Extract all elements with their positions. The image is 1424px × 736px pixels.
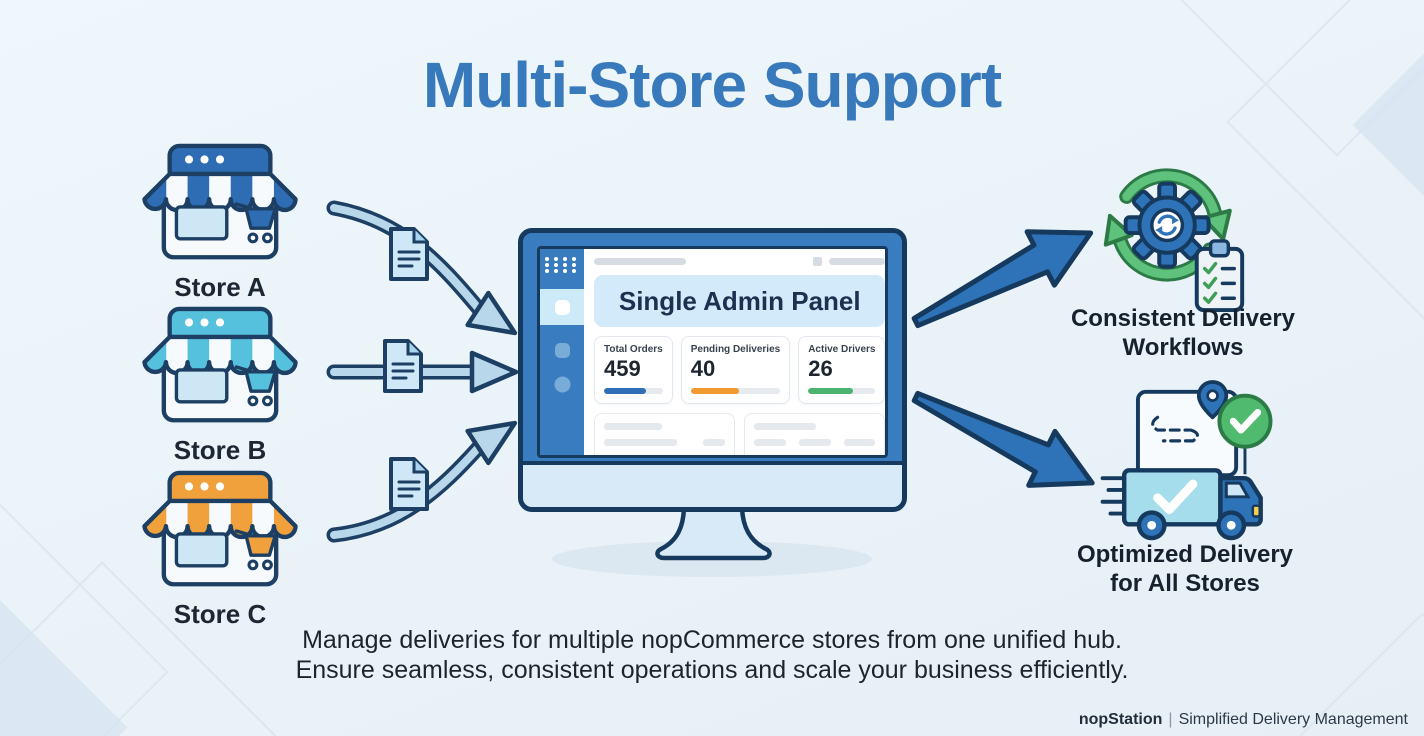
admin-screen: Single Admin Panel Total Orders 459 Pend… — [537, 246, 888, 458]
footer-tagline: Simplified Delivery Management — [1178, 711, 1408, 728]
progress-track — [604, 388, 663, 394]
outcome-workflows-line2: Workflows — [1122, 333, 1244, 361]
outcome-workflows-line1: Consistent Delivery — [1070, 305, 1296, 332]
placeholder-card — [594, 413, 736, 458]
outcome-optimized-line2: for All Stores — [1110, 569, 1260, 597]
sidebar-item-active[interactable] — [540, 289, 584, 325]
skeleton-line — [754, 439, 786, 446]
admin-monitor: Single Admin Panel Total Orders 459 Pend… — [518, 228, 907, 512]
page-title: Multi-Store Support — [422, 49, 1002, 121]
sync-gear-checklist-icon — [1103, 168, 1245, 313]
description: Manage deliveries for multiple nopCommer… — [0, 626, 1424, 685]
skeleton-line — [799, 439, 831, 446]
stat-card-total-orders: Total Orders 459 — [594, 336, 673, 404]
progress-fill — [604, 388, 647, 394]
skeleton-line — [754, 455, 786, 458]
outcome-workflows-label: Consistent Delivery Workflows — [1028, 305, 1338, 363]
store-b-label: Store B — [173, 435, 267, 465]
hub-to-outcome-arrows — [911, 229, 1095, 488]
placeholder-card — [744, 413, 885, 458]
dashboard-logo-icon — [545, 257, 579, 273]
topbar-square-placeholder — [813, 257, 823, 266]
monitor-chin — [523, 461, 902, 507]
brand-name: nopStation — [1078, 711, 1163, 728]
outcome-optimized-line1: Optimized Delivery — [1076, 541, 1294, 568]
topbar-placeholder — [594, 258, 686, 265]
stat-value: 459 — [604, 356, 641, 381]
sidebar-item-icon[interactable] — [554, 343, 570, 358]
stats-row: Total Orders 459 Pending Deliveries 40 — [594, 336, 885, 404]
footer-separator: | — [1168, 711, 1173, 728]
skeleton-line — [703, 439, 726, 446]
admin-topbar — [594, 257, 885, 266]
outcome-optimized-label: Optimized Delivery for All Stores — [1030, 541, 1340, 599]
storefront-icon — [142, 470, 298, 587]
stat-value: 26 — [808, 356, 833, 381]
document-icon — [389, 227, 429, 281]
skeleton-line — [703, 455, 725, 458]
admin-panel-heading: Single Admin Panel — [594, 275, 885, 327]
home-icon — [554, 299, 570, 315]
skeleton-line — [799, 455, 831, 458]
stat-label: Pending Deliveries — [690, 344, 781, 355]
stat-label: Total Orders — [604, 344, 663, 355]
delivery-truck-check-icon — [1100, 380, 1273, 541]
storefront-icon — [142, 306, 298, 423]
skeleton-line — [754, 423, 817, 430]
document-icon — [383, 339, 423, 393]
topbar-placeholder — [829, 258, 885, 265]
description-line2: Ensure seamless, consistent operations a… — [295, 655, 1129, 684]
skeleton-line — [604, 439, 677, 446]
store-b-block: Store B — [132, 306, 308, 466]
stat-value: 40 — [690, 356, 716, 381]
skeleton-line — [843, 439, 876, 446]
footer: nopStation | Simplified Delivery Managemen… — [1079, 711, 1408, 729]
store-c-label: Store C — [173, 599, 267, 629]
stat-label: Active Drivers — [808, 344, 876, 355]
placeholder-cards-row — [594, 413, 885, 458]
progress-fill — [808, 388, 853, 394]
description-line1: Manage deliveries for multiple nopCommer… — [302, 626, 1122, 654]
store-a-block: Store A — [132, 143, 308, 303]
skeleton-line — [844, 455, 876, 458]
monitor-stand — [655, 505, 772, 561]
store-a-label: Store A — [174, 272, 266, 302]
storefront-icon — [142, 143, 298, 260]
skeleton-line — [604, 455, 684, 458]
progress-track — [808, 388, 876, 394]
document-icon — [389, 457, 429, 511]
skeleton-line — [604, 423, 662, 430]
settings-gear-icon[interactable] — [556, 379, 568, 390]
admin-sidebar — [540, 249, 584, 455]
store-c-block: Store C — [132, 470, 308, 630]
admin-main-area: Single Admin Panel Total Orders 459 Pend… — [584, 249, 885, 458]
progress-fill — [690, 388, 740, 394]
progress-track — [690, 388, 781, 394]
stat-card-active-drivers: Active Drivers 26 — [798, 336, 885, 404]
stat-card-pending-deliveries: Pending Deliveries 40 — [680, 336, 791, 404]
